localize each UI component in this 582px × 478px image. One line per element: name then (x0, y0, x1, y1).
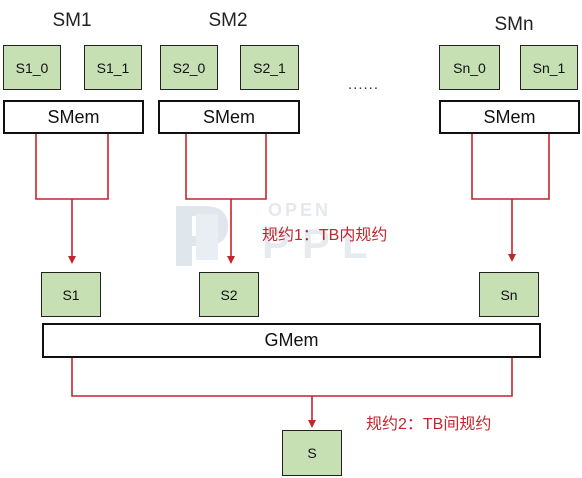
sm2-title: SM2 (208, 10, 248, 31)
smn-smem: SMem (439, 100, 580, 134)
ellipsis: ...... (348, 76, 380, 93)
partial-sn: Sn (479, 272, 539, 317)
partial-s1: S1 (41, 272, 101, 317)
thread-s1-1: S1_1 (84, 45, 142, 90)
smn-merge-line (471, 134, 550, 200)
sm2-smem: SMem (158, 100, 300, 134)
gmem-block: GMem (42, 323, 541, 358)
final-result-s: S (282, 430, 342, 476)
sm1-title: SM1 (52, 10, 92, 31)
thread-s2-1: S2_1 (240, 45, 299, 90)
watermark-text-top: OPEN (268, 200, 331, 220)
smn-title: SMn (494, 14, 534, 35)
intra-block-reduction-label: 规约1：TB内规约 (262, 227, 388, 244)
partial-s2: S2 (199, 272, 259, 317)
thread-s2-0: S2_0 (160, 45, 218, 90)
inter-block-reduction-label: 规约2：TB间规约 (366, 416, 492, 433)
sm1-merge-line (35, 134, 109, 200)
sm1-smem: SMem (3, 100, 144, 134)
gmem-merge-line (71, 358, 513, 397)
sm2-merge-line (185, 134, 267, 200)
thread-sn-0: Sn_0 (439, 45, 500, 90)
watermark-text-bottom: PPL (262, 220, 380, 267)
thread-s1-0: S1_0 (3, 45, 61, 90)
thread-sn-1: Sn_1 (520, 45, 578, 90)
